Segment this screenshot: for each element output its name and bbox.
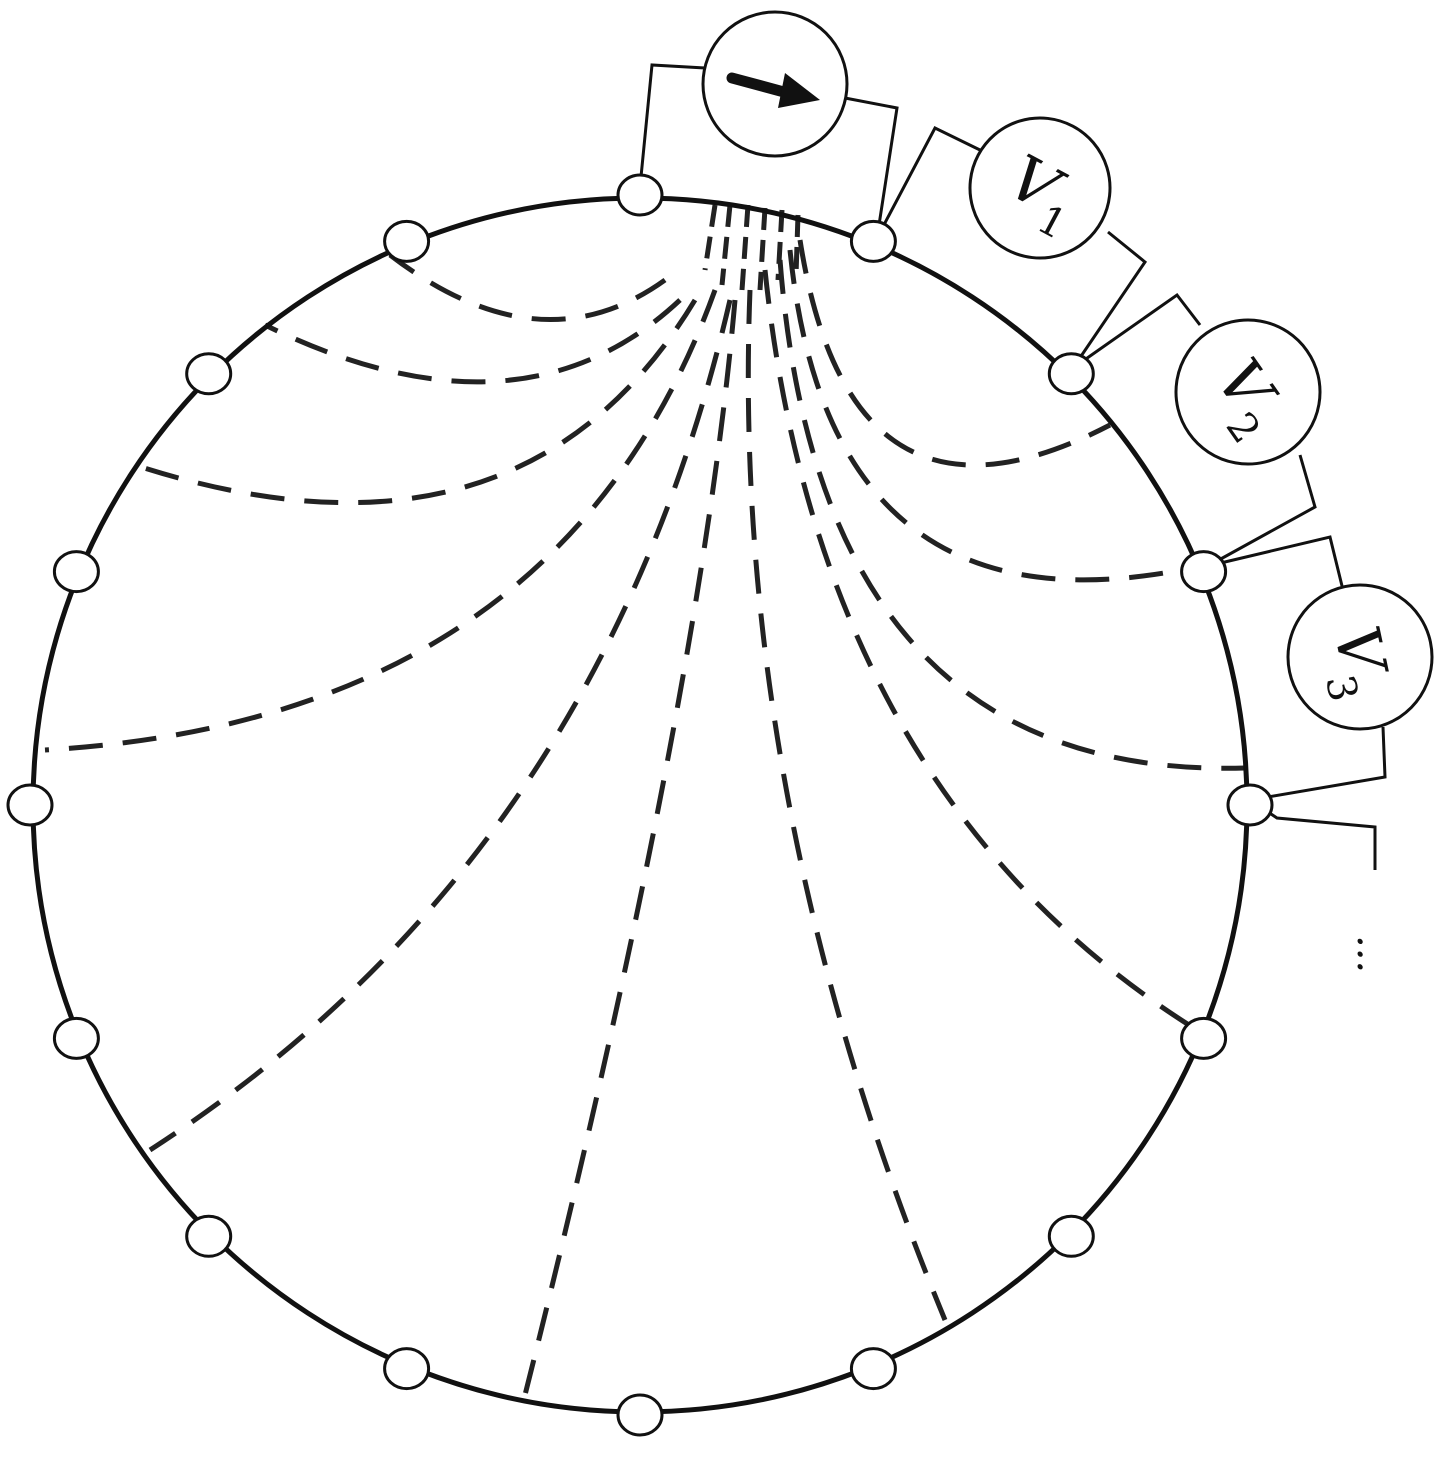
field-line (793, 214, 801, 276)
electrode-7 (1047, 1214, 1095, 1258)
field-line (388, 253, 667, 323)
electrodes (6, 173, 1274, 1437)
current-field-lines (44, 204, 1246, 1396)
voltmeter-2: V 2 (1174, 318, 1322, 466)
electrode-6 (1180, 1016, 1228, 1060)
voltmeter-wiring (875, 126, 1387, 870)
field-line (148, 299, 733, 1153)
electrode-12 (52, 1016, 100, 1060)
field-line (762, 269, 1207, 1038)
arrow-right-icon (726, 72, 820, 108)
electrode-2 (849, 219, 897, 263)
field-line (777, 259, 1246, 771)
field-line (757, 207, 768, 291)
electrode-10 (383, 1347, 431, 1391)
electrode-8 (849, 1347, 897, 1391)
voltmeter-1: V 1 (968, 116, 1112, 260)
continuation-dots: ... (1348, 935, 1394, 973)
current-source-wiring (638, 63, 899, 239)
electrode-5 (1226, 783, 1274, 827)
field-line (719, 204, 733, 286)
electrode-1 (616, 173, 664, 217)
electrode-14 (52, 550, 100, 594)
voltmeter-3: V 3 (1286, 583, 1434, 731)
field-line (44, 289, 718, 753)
field-line (797, 239, 1112, 468)
electrode-4 (1180, 550, 1228, 594)
electrode-9 (616, 1393, 664, 1437)
field-line (787, 249, 1206, 583)
field-line (263, 298, 682, 385)
field-line (739, 204, 751, 291)
field-line (775, 209, 785, 281)
electrode-11 (185, 1214, 233, 1258)
field-line (522, 299, 738, 1396)
field-line (702, 204, 718, 271)
current-source (701, 10, 849, 158)
electrode-16 (383, 219, 431, 263)
electrode-13 (6, 783, 54, 827)
field-line (745, 289, 948, 1321)
electrode-3 (1047, 352, 1095, 396)
electrode-15 (185, 352, 233, 396)
field-line (134, 298, 698, 506)
